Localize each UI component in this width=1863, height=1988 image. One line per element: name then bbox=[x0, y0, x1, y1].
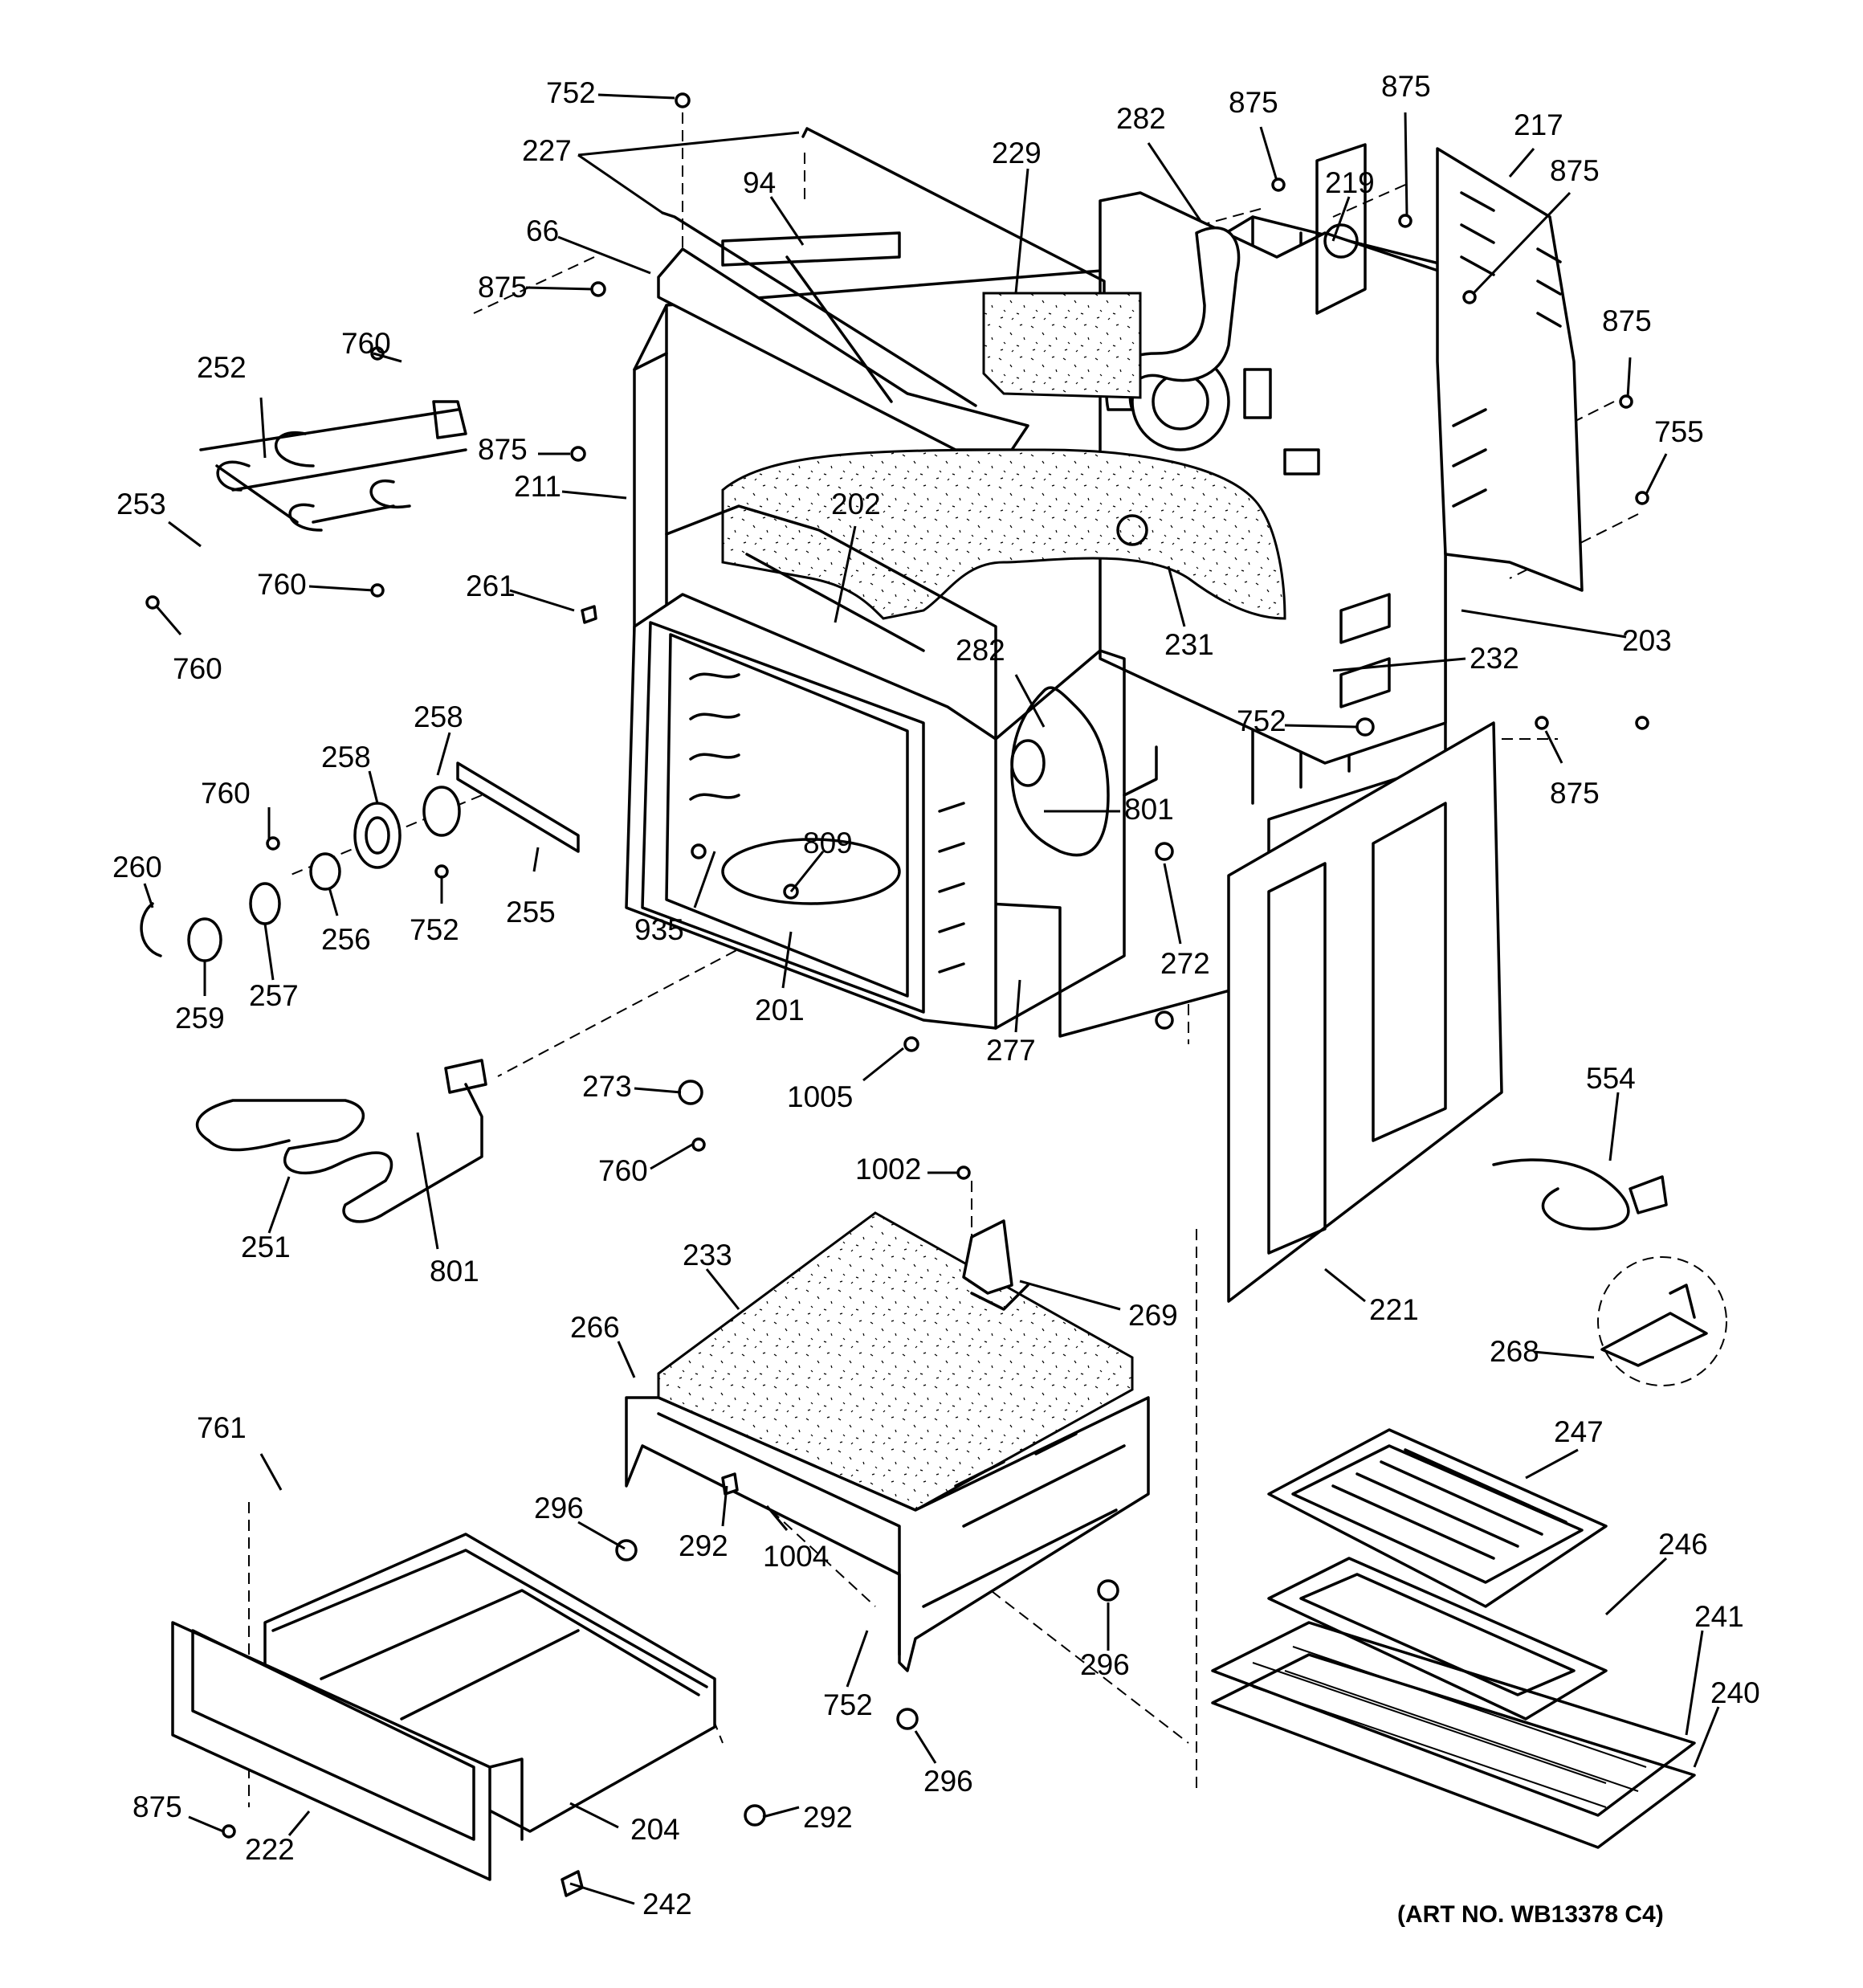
label-258: 258 bbox=[414, 700, 463, 733]
label-94: 94 bbox=[743, 166, 776, 199]
label-273: 273 bbox=[582, 1070, 632, 1103]
label-752: 752 bbox=[546, 76, 596, 109]
label-875: 875 bbox=[478, 433, 528, 466]
label-252: 252 bbox=[197, 351, 247, 384]
drawer-support-frame bbox=[625, 1211, 1150, 1672]
label-1004: 1004 bbox=[763, 1540, 829, 1573]
label-203: 203 bbox=[1622, 624, 1672, 657]
label-257: 257 bbox=[249, 979, 299, 1012]
side-panel-221 bbox=[1227, 721, 1503, 1303]
label-246: 246 bbox=[1658, 1528, 1708, 1561]
label-282: 282 bbox=[1116, 102, 1166, 135]
label-554: 554 bbox=[1586, 1062, 1636, 1095]
label-255: 255 bbox=[506, 896, 556, 929]
label-269: 269 bbox=[1128, 1299, 1178, 1332]
rear-insulation-282 bbox=[1010, 686, 1158, 857]
label-935: 935 bbox=[634, 913, 684, 946]
oven-cavity bbox=[625, 593, 1126, 1030]
callout-labels: 752 227 94 66 229 282 875 875 219 217 87… bbox=[112, 70, 1760, 1928]
label-253: 253 bbox=[116, 488, 166, 520]
broil-element-252 bbox=[199, 400, 467, 532]
label-809: 809 bbox=[803, 827, 853, 859]
label-259: 259 bbox=[175, 1002, 225, 1035]
label-266: 266 bbox=[570, 1311, 620, 1344]
label-272: 272 bbox=[1160, 947, 1210, 980]
label-231: 231 bbox=[1164, 628, 1214, 661]
label-260: 260 bbox=[112, 851, 162, 884]
leader-lines bbox=[143, 93, 1720, 1905]
label-268: 268 bbox=[1490, 1335, 1539, 1368]
broiler-pan bbox=[1267, 1428, 1608, 1721]
label-292: 292 bbox=[803, 1801, 853, 1834]
label-292: 292 bbox=[679, 1529, 728, 1562]
label-241: 241 bbox=[1694, 1600, 1744, 1633]
label-296: 296 bbox=[534, 1492, 584, 1525]
label-875: 875 bbox=[1550, 154, 1600, 187]
label-875: 875 bbox=[1602, 304, 1652, 337]
label-222: 222 bbox=[245, 1833, 295, 1866]
label-202: 202 bbox=[831, 488, 881, 520]
side-panel-217 bbox=[1436, 147, 1584, 592]
label-875: 875 bbox=[132, 1790, 182, 1823]
label-229: 229 bbox=[992, 137, 1042, 169]
label-261: 261 bbox=[466, 569, 516, 602]
oven-light-assembly bbox=[140, 761, 580, 962]
label-201: 201 bbox=[755, 994, 805, 1027]
label-760: 760 bbox=[173, 652, 222, 685]
storage-drawer bbox=[171, 1533, 716, 1881]
label-755: 755 bbox=[1654, 415, 1704, 448]
power-cord-554 bbox=[1492, 1158, 1668, 1231]
label-233: 233 bbox=[683, 1239, 732, 1272]
art-number: (ART NO. WB13378 C4) bbox=[1397, 1901, 1664, 1928]
label-875: 875 bbox=[1550, 777, 1600, 810]
label-240: 240 bbox=[1710, 1676, 1760, 1709]
label-1005: 1005 bbox=[787, 1080, 853, 1113]
label-227: 227 bbox=[522, 134, 572, 167]
label-247: 247 bbox=[1554, 1415, 1604, 1448]
fasteners bbox=[145, 92, 1649, 1897]
label-761: 761 bbox=[197, 1411, 247, 1444]
label-66: 66 bbox=[526, 214, 559, 247]
label-277: 277 bbox=[986, 1034, 1036, 1067]
label-282: 282 bbox=[956, 634, 1005, 667]
label-258: 258 bbox=[321, 741, 371, 774]
front-frame bbox=[665, 504, 997, 741]
label-242: 242 bbox=[642, 1888, 692, 1921]
bracket-269 bbox=[962, 1219, 1029, 1311]
label-760: 760 bbox=[598, 1154, 648, 1187]
insulation-blanket-229 bbox=[982, 292, 1142, 399]
bracket-268-inset bbox=[1597, 1256, 1727, 1386]
label-875: 875 bbox=[1381, 70, 1431, 103]
label-221: 221 bbox=[1369, 1293, 1419, 1326]
label-760: 760 bbox=[257, 568, 307, 601]
label-204: 204 bbox=[630, 1813, 680, 1846]
label-1002: 1002 bbox=[855, 1153, 921, 1186]
label-211: 211 bbox=[514, 470, 561, 503]
label-296: 296 bbox=[923, 1765, 973, 1798]
label-760: 760 bbox=[341, 327, 391, 360]
label-752: 752 bbox=[823, 1688, 873, 1721]
top-bracket bbox=[657, 231, 1029, 451]
label-752: 752 bbox=[410, 913, 459, 946]
label-296: 296 bbox=[1080, 1648, 1130, 1681]
label-232: 232 bbox=[1470, 642, 1519, 675]
label-801: 801 bbox=[430, 1255, 479, 1288]
label-219: 219 bbox=[1325, 166, 1375, 199]
label-801: 801 bbox=[1124, 793, 1174, 826]
label-217: 217 bbox=[1514, 108, 1563, 141]
label-251: 251 bbox=[241, 1231, 291, 1263]
label-752: 752 bbox=[1237, 704, 1286, 737]
bake-element-251 bbox=[195, 1059, 487, 1223]
label-875: 875 bbox=[1229, 86, 1278, 119]
label-760: 760 bbox=[201, 777, 251, 810]
oven-racks bbox=[1211, 1621, 1696, 1849]
label-875: 875 bbox=[478, 271, 528, 304]
label-256: 256 bbox=[321, 923, 371, 956]
